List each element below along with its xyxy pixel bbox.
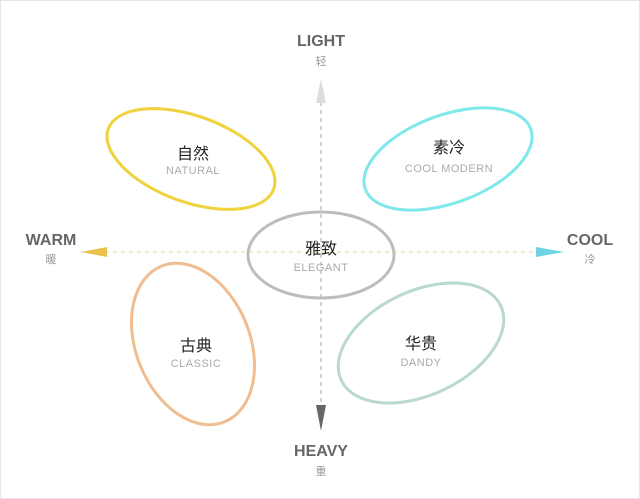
style-dandy-cn: 华贵 <box>405 334 437 353</box>
axis-label-cool-cn: 冷 <box>585 253 596 266</box>
style-cool-modern-cn: 素冷 <box>433 138 465 157</box>
style-cool-modern-en: COOL MODERN <box>405 163 493 175</box>
style-elegant: 雅致 ELEGANT <box>246 210 396 300</box>
arrow-right-icon <box>536 247 564 257</box>
arrow-down-icon <box>316 405 326 431</box>
style-classic: 古典 CLASSIC <box>129 261 257 427</box>
axis-label-cool: COOL <box>567 232 613 249</box>
style-natural-cn: 自然 <box>177 144 209 163</box>
style-dandy: 华贵 DANDY <box>336 281 506 405</box>
axis-label-heavy-cn: 重 <box>316 464 327 478</box>
axis-label-warm: WARM <box>26 232 77 249</box>
style-elegant-cn: 雅致 <box>305 239 337 258</box>
style-elegant-en: ELEGANT <box>294 262 349 274</box>
style-natural-en: NATURAL <box>166 165 220 177</box>
style-classic-cn: 古典 <box>180 336 212 355</box>
style-natural: 自然 NATURAL <box>105 107 277 211</box>
axis-label-warm-cn: 暖 <box>46 253 57 266</box>
axis-label-heavy: HEAVY <box>294 443 348 460</box>
style-dandy-en: DANDY <box>400 357 441 369</box>
axis-label-light: LIGHT <box>297 33 345 50</box>
arrow-left-icon <box>81 247 107 257</box>
style-classic-en: CLASSIC <box>171 358 222 370</box>
style-cool-modern: 素冷 COOL MODERN <box>362 106 534 212</box>
arrow-up-icon <box>316 79 326 103</box>
axis-label-light-cn: 轻 <box>316 54 327 68</box>
